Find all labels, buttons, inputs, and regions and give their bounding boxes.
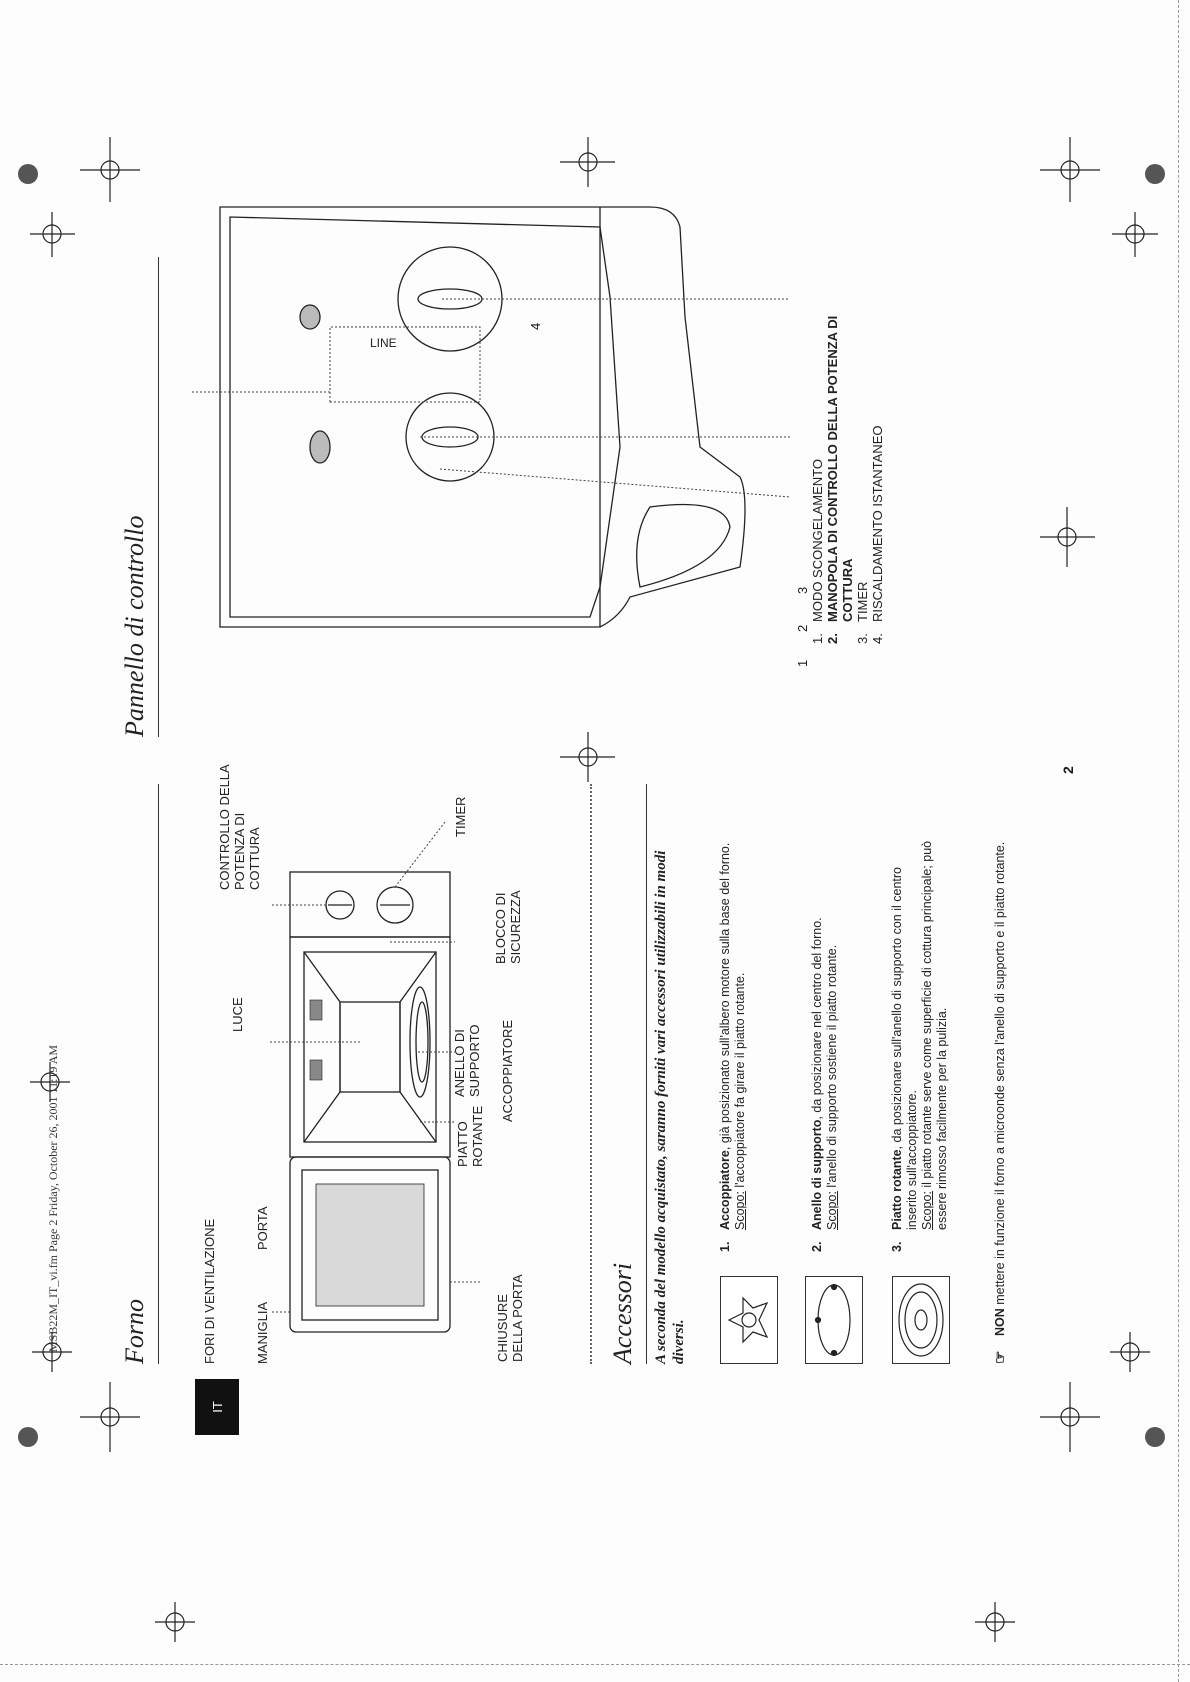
scopo-label: Scopo: <box>825 1191 839 1230</box>
section-title-accessori: Accessori <box>608 1262 637 1364</box>
item-number: 3. <box>890 1241 904 1252</box>
scopo-text: l'anello di supporto sostiene il piatto … <box>825 944 839 1192</box>
accessori-rule <box>646 784 647 1364</box>
item-name: Anello di supporto <box>810 1119 824 1230</box>
legend-item: 3.TIMER <box>855 581 870 644</box>
forno-rule <box>158 784 159 1364</box>
note-emphasis: NON <box>993 1308 1007 1336</box>
coupler-icon <box>727 1296 769 1344</box>
section-title-pannello: Pannello di controllo <box>120 515 149 737</box>
legend-item: 1.MODO SCONGELAMENTO <box>810 458 825 644</box>
list-item: 3. Piatto rotante, da posizionare sull'a… <box>890 832 970 1252</box>
accessori-intro: A seconda del modello acquistato, sarann… <box>653 850 687 1364</box>
callout-number-1: 1 <box>795 659 810 667</box>
page-number: 2 <box>1060 766 1076 774</box>
section-title-forno: Forno <box>120 1299 149 1364</box>
thumbnail-anello <box>805 1276 863 1364</box>
scopo-text: il piatto rotante serve come superficie … <box>920 840 949 1230</box>
callout-number-3: 3 <box>795 586 810 594</box>
item-description: , da posizionare nel centro del forno. <box>810 917 824 1120</box>
print-header: MSB22M_IT_vi.fm Page 2 Friday, October 2… <box>46 1044 60 1352</box>
label-accoppiatore: ACCOPPIATORE <box>500 1019 515 1122</box>
note-warning: ☞ NON mettere in funzione il forno a mic… <box>992 824 1033 1364</box>
label-porta: PORTA <box>255 1206 270 1250</box>
turntable-icon <box>898 1283 944 1357</box>
page-edge-bottom <box>0 1664 1190 1665</box>
item-number: 1. <box>718 1241 732 1252</box>
item-name: Accoppiatore <box>718 1150 732 1230</box>
note-text: mettere in funzione il forno a microonde… <box>993 841 1007 1309</box>
scopo-label: Scopo: <box>920 1191 934 1230</box>
legend-item: 2.MANOPOLA DI CONTROLLO DELLA POTENZA DI… <box>825 315 855 644</box>
label-chiusure-porta: CHIUSURE DELLA PORTA <box>495 1274 525 1362</box>
item-description: , già posizionato sull'albero motore sul… <box>718 842 732 1151</box>
list-item: 2. Anello di supporto, da posizionare ne… <box>810 832 850 1252</box>
list-item: 1. Accoppiatore, già posizionato sull'al… <box>718 832 778 1252</box>
color-target-mark <box>18 1427 38 1447</box>
oven-illustration <box>270 822 480 1333</box>
item-number: 2. <box>810 1241 824 1252</box>
roller-ring-icon <box>814 1283 851 1357</box>
label-blocco-sicurezza: BLOCCO DI SICUREZZA <box>493 890 523 964</box>
callout-number-4: 4 <box>528 322 543 330</box>
thumbnail-piatto <box>892 1276 950 1364</box>
control-panel-illustration: LINE <box>190 206 790 628</box>
label-controllo-potenza: CONTROLLO DELLA POTENZA DI COTTURA <box>217 764 262 890</box>
pannello-rule <box>158 257 159 737</box>
legend-item: 4.RISCALDAMENTO ISTANTANEO <box>870 425 885 644</box>
brand-wordmark: LINE <box>370 336 397 350</box>
page-edge-right <box>1178 0 1181 1682</box>
control-legend: 1.MODO SCONGELAMENTO 2.MANOPOLA DI CONTR… <box>810 314 885 644</box>
scopo-text: l'accoppiatore fa girare il piatto rotan… <box>733 972 747 1192</box>
callout-number-2: 2 <box>795 624 810 632</box>
divider-dotted <box>590 784 592 1364</box>
pointing-hand-icon: ☞ <box>992 1350 1009 1364</box>
language-tab: IT <box>195 1379 239 1435</box>
item-name: Piatto rotante <box>890 1149 904 1230</box>
label-fori-ventilazione: FORI DI VENTILAZIONE <box>202 1218 217 1364</box>
scopo-label: Scopo: <box>733 1191 747 1230</box>
label-luce: LUCE <box>230 997 245 1032</box>
thumbnail-accoppiatore <box>720 1276 778 1364</box>
label-maniglia: MANIGLIA <box>255 1301 270 1364</box>
